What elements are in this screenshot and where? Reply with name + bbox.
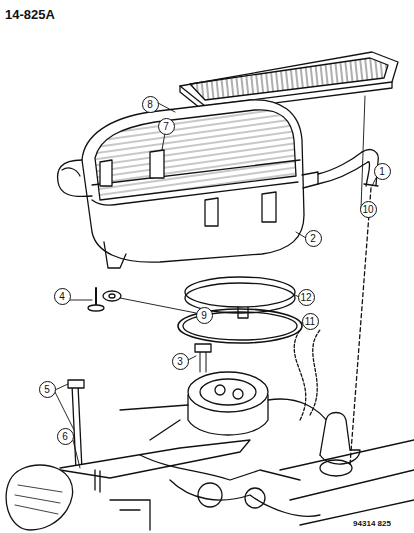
air-cleaner-housing [58, 100, 318, 268]
leader-lines [55, 96, 376, 468]
callout-number: 1 [374, 163, 391, 180]
figure-code: 14-825A [5, 7, 55, 22]
callout-number: 3 [172, 353, 189, 370]
callout-number: 5 [39, 381, 56, 398]
callout-number: 9 [196, 307, 213, 324]
callout-number: 12 [298, 289, 315, 306]
callout-number: 11 [302, 313, 319, 330]
callout-number: 7 [158, 118, 175, 135]
callout-number: 6 [57, 428, 74, 445]
callout-number: 2 [305, 230, 322, 247]
engine-intake [6, 330, 414, 530]
breather-hose [318, 150, 378, 465]
callout-number: 10 [360, 201, 377, 218]
callout-number: 8 [142, 96, 159, 113]
drawing-number: 94314 825 [353, 519, 391, 528]
filter-element [180, 52, 398, 112]
callout-number: 4 [54, 288, 71, 305]
